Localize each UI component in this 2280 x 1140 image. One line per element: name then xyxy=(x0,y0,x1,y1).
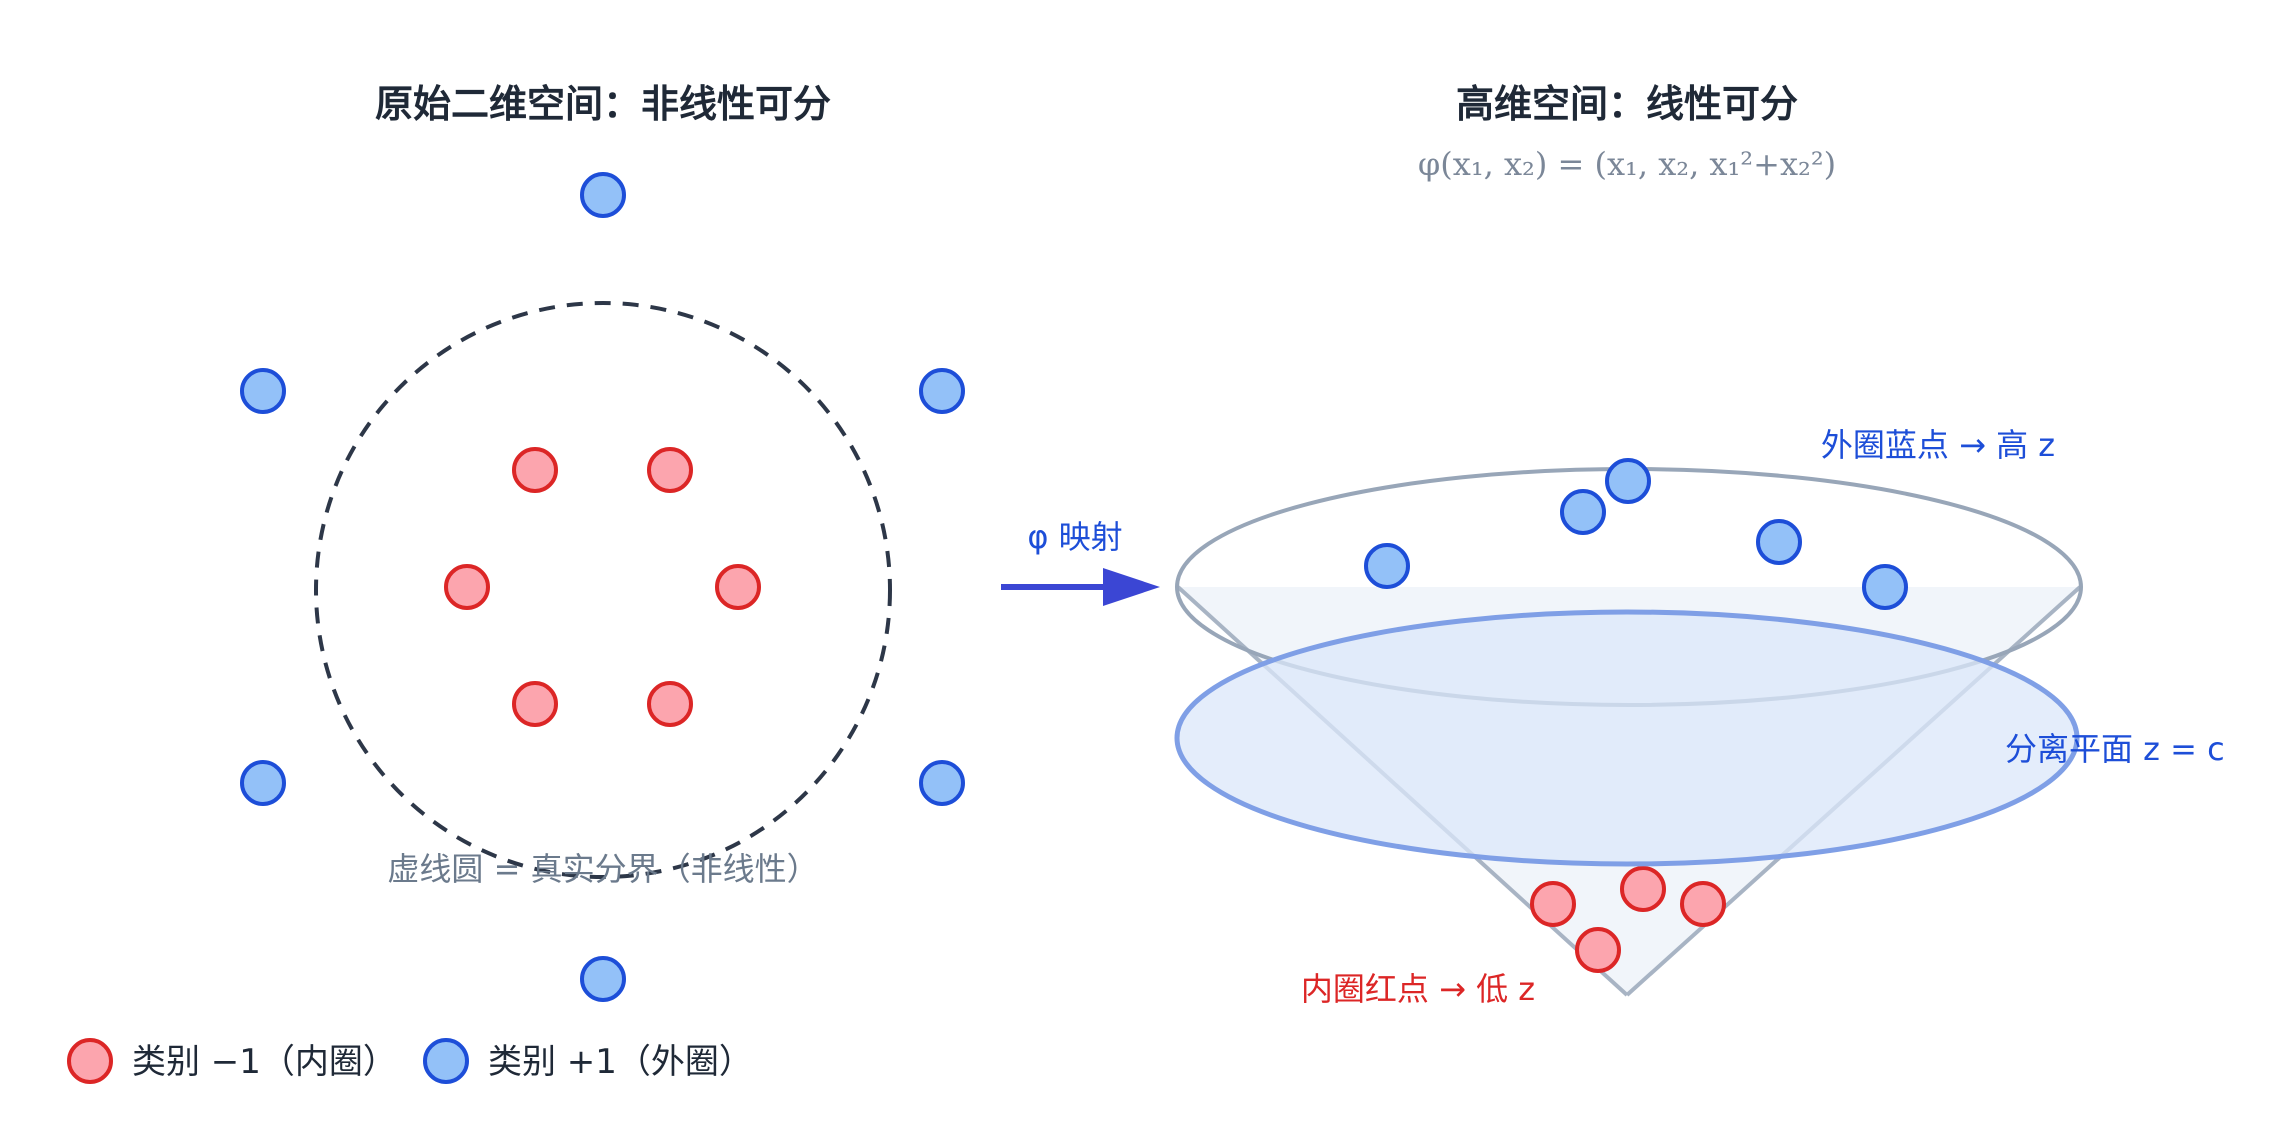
separating-plane xyxy=(1174,609,2080,867)
left-title: 原始二维空间：非线性可分 xyxy=(375,82,831,126)
low-z-red-point xyxy=(1620,866,1666,912)
nonlinear-boundary-circle xyxy=(314,301,892,879)
inner-points-label: 内圈红点 → 低 z xyxy=(1301,970,1535,1008)
inner-red-point xyxy=(512,681,558,727)
inner-red-point xyxy=(715,564,761,610)
inner-red-point xyxy=(444,564,490,610)
outer-blue-point xyxy=(240,760,286,806)
boundary-caption: 虚线圆 = 真实分界（非线性） xyxy=(387,850,818,888)
mapping-arrow: φ 映射 xyxy=(1001,518,1160,606)
feature-map-formula: φ(x₁, x₂) = (x₁, x₂, x₁²+x₂²) xyxy=(1418,145,1836,183)
low-z-red-point xyxy=(1530,881,1576,927)
high-z-blue-point xyxy=(1364,543,1410,589)
high-z-blue-point xyxy=(1560,489,1606,535)
right-title: 高维空间：线性可分 xyxy=(1456,82,1798,126)
plane-label: 分离平面 z = c xyxy=(2005,730,2225,768)
legend-label-inner: 类别 −1（内圈） xyxy=(132,1042,397,1082)
right-panel: 高维空间：线性可分 φ(x₁, x₂) = (x₁, x₂, x₁²+x₂²) … xyxy=(1174,82,2225,1008)
inner-red-point xyxy=(647,447,693,493)
mapping-arrow-label: φ 映射 xyxy=(1027,518,1122,556)
inner-red-point xyxy=(647,681,693,727)
legend: 类别 −1（内圈） 类别 +1（外圈） xyxy=(67,1038,753,1084)
legend-blue-marker xyxy=(423,1038,469,1084)
outer-blue-point xyxy=(919,760,965,806)
outer-blue-point xyxy=(580,956,626,1002)
outer-points-label: 外圈蓝点 → 高 z xyxy=(1821,426,2055,464)
outer-blue-point xyxy=(240,368,286,414)
left-panel: 原始二维空间：非线性可分 虚线圆 = 真实分界（非线性） xyxy=(240,82,965,1002)
legend-red-marker xyxy=(67,1038,113,1084)
low-z-red-point xyxy=(1575,927,1621,973)
legend-label-outer: 类别 +1（外圈） xyxy=(488,1042,753,1082)
outer-blue-point xyxy=(919,368,965,414)
high-z-blue-point xyxy=(1862,564,1908,610)
mapping-arrow-head xyxy=(1103,568,1160,606)
low-z-red-point xyxy=(1680,881,1726,927)
high-z-blue-point xyxy=(1756,519,1802,565)
high-z-blue-point xyxy=(1605,458,1651,504)
inner-red-point xyxy=(512,447,558,493)
outer-blue-point xyxy=(580,172,626,218)
